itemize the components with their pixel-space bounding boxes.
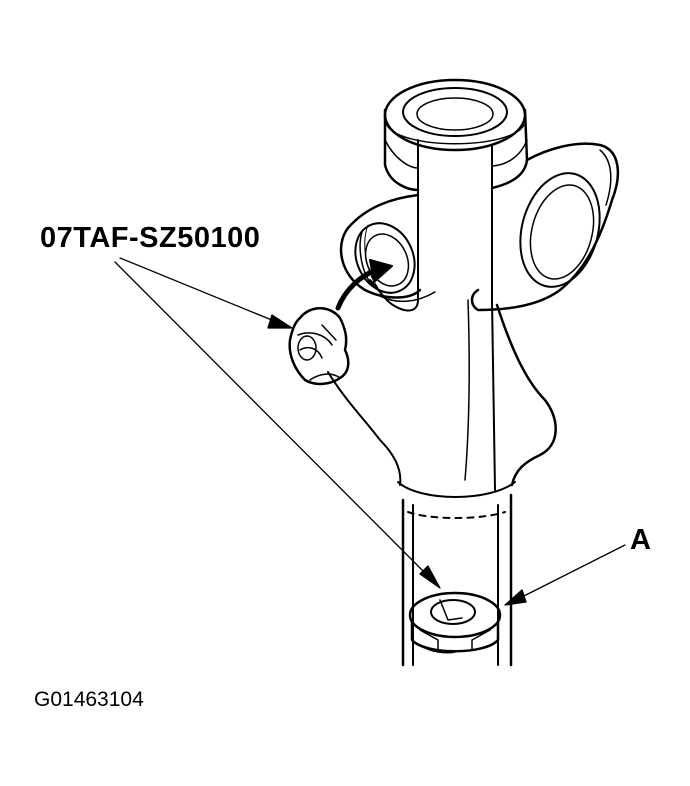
upper-housing (328, 140, 556, 490)
special-tool-number: 07TAF-SZ50100 (40, 222, 261, 254)
port-collar-line (380, 292, 435, 301)
install-arrow (338, 260, 392, 308)
leader-lines (115, 258, 440, 588)
special-tool-plug (290, 308, 349, 384)
mounting-flange (472, 144, 618, 310)
bushing-part (410, 593, 500, 653)
callout-label-a: A (630, 524, 651, 556)
top-cup (385, 80, 527, 190)
figure-id: G01463104 (34, 688, 144, 711)
callout-a-leader (505, 545, 625, 605)
main-tube (398, 482, 515, 665)
